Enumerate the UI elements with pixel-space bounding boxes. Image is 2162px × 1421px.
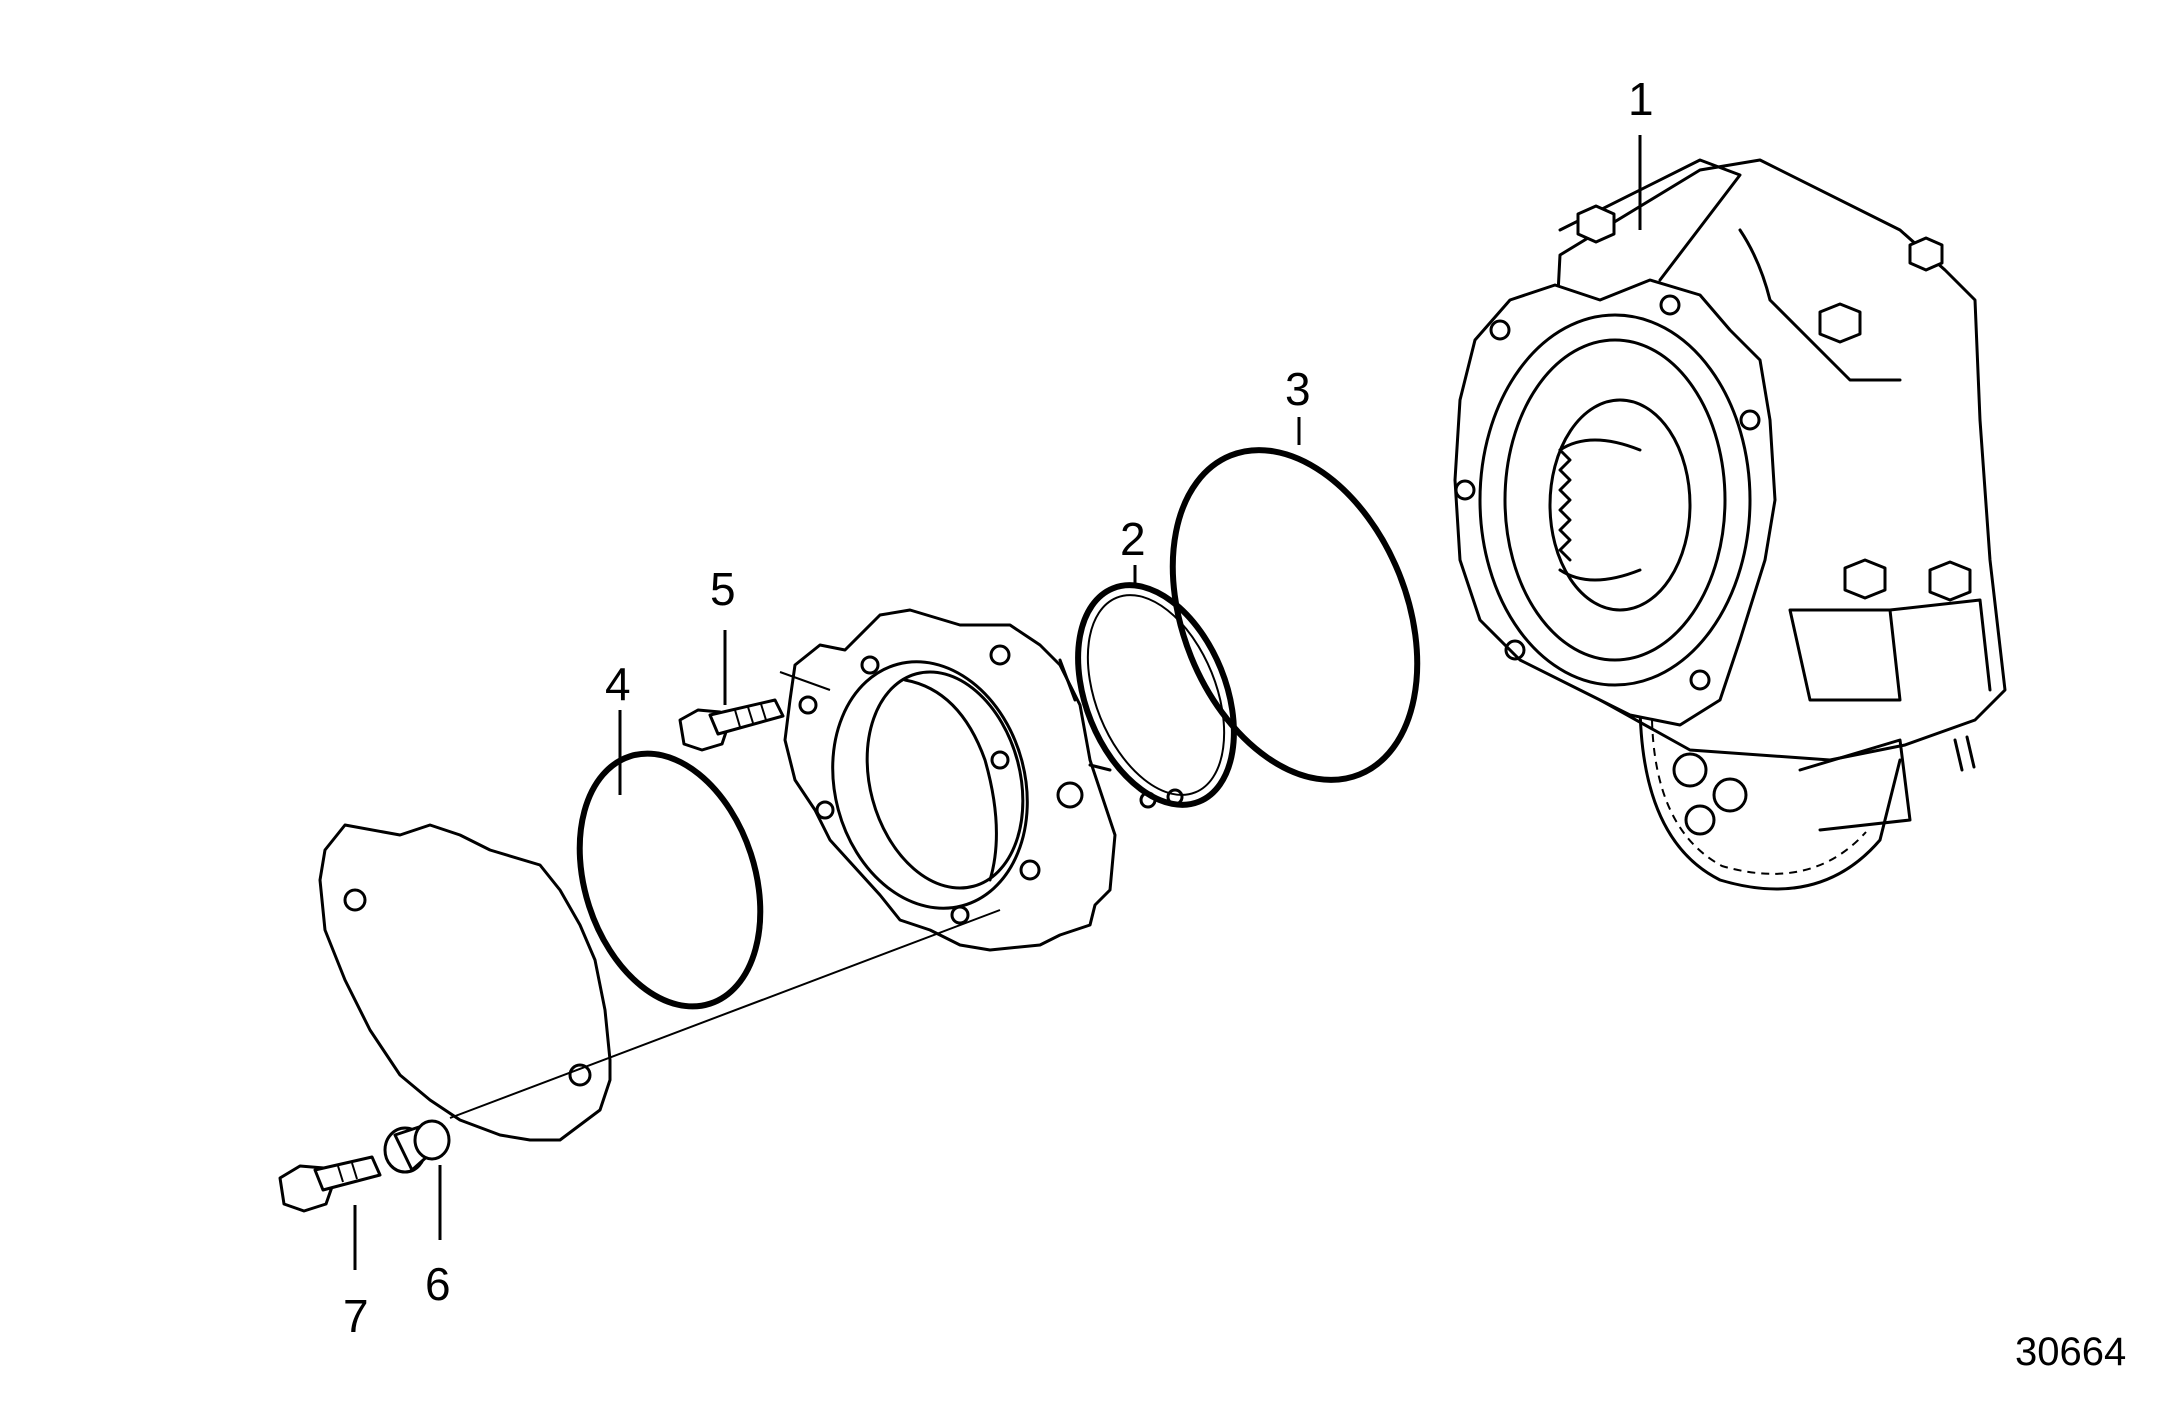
callout-2: 2 [1120, 513, 1146, 585]
callout-number: 3 [1285, 363, 1311, 415]
callout-number: 7 [343, 1290, 369, 1342]
callout-number: 2 [1120, 513, 1146, 565]
o-ring-large [1169, 447, 1421, 783]
callout-number: 4 [605, 658, 631, 710]
callout-3: 3 [1285, 363, 1311, 445]
sleeve [383, 1119, 451, 1174]
circlip [1075, 582, 1237, 809]
pump-cover [783, 608, 1117, 952]
flange-screw-7 [278, 1155, 382, 1213]
callout-number: 6 [425, 1258, 451, 1310]
callout-5: 5 [710, 563, 736, 705]
cover-gasket [318, 671, 1001, 1142]
o-ring-small [576, 750, 764, 1010]
figure-number: 30664 [2015, 1330, 2126, 1374]
callout-number: 5 [710, 563, 736, 615]
flange-screw-5 [678, 698, 785, 752]
callout-number: 1 [1628, 73, 1654, 125]
callout-4: 4 [605, 658, 631, 795]
oil-pump-housing [1453, 158, 2007, 891]
callout-6: 6 [425, 1165, 451, 1310]
callout-7: 7 [343, 1205, 369, 1342]
callout-1: 1 [1628, 73, 1654, 230]
